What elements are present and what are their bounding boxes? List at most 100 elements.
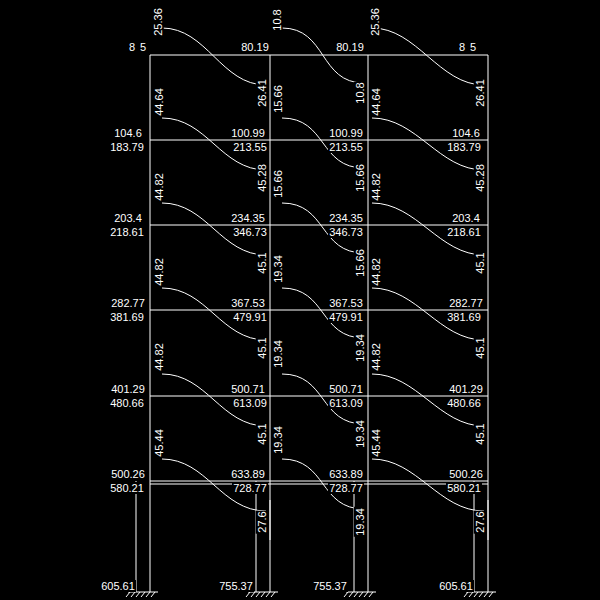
moment-curve: [282, 28, 364, 83]
support-base: [346, 592, 376, 593]
moment-value: 15.66: [272, 169, 284, 199]
moment-value: 480.66: [109, 397, 145, 409]
moment-value: 728.77: [328, 482, 364, 494]
moment-curve: [372, 118, 484, 170]
moment-value: 479.91: [232, 311, 268, 323]
moment-value: 19.34: [354, 419, 366, 449]
moment-value: 401.29: [110, 383, 146, 395]
moment-value: 44.82: [153, 172, 165, 202]
moment-value: 44.82: [370, 257, 382, 287]
beam-line: [150, 310, 488, 311]
moment-value: 203.4: [451, 212, 481, 224]
moment-value: 25.36: [152, 7, 164, 37]
moment-value: 401.29: [448, 383, 484, 395]
support-hatch: [489, 592, 493, 597]
moment-value: 367.53: [230, 297, 266, 309]
moment-value: 728.77: [232, 482, 268, 494]
moment-value: 282.77: [448, 297, 484, 309]
beam-line: [150, 55, 488, 56]
moment-value: 10.8: [354, 81, 366, 104]
moment-value: 218.61: [446, 226, 482, 238]
column-line: [270, 55, 271, 592]
moment-curve: [282, 203, 364, 253]
moment-value: 19.34: [272, 254, 284, 284]
moment-value: 19.34: [354, 333, 366, 363]
moment-value: 104.6: [451, 127, 481, 139]
support-hatch: [261, 592, 265, 597]
column-line: [368, 55, 369, 592]
moment-value: 500.71: [230, 383, 266, 395]
support-hatch: [151, 592, 155, 597]
moment-curve: [372, 459, 484, 511]
moment-curve: [282, 459, 364, 509]
moment-value: 633.89: [328, 468, 364, 480]
column-line: [136, 481, 137, 592]
support-hatch: [344, 592, 348, 597]
moment-value: 203.4: [113, 212, 143, 224]
support-hatch: [479, 592, 483, 597]
support-hatch: [484, 592, 488, 597]
moment-value: 44.64: [153, 87, 165, 117]
moment-value: 15.66: [354, 163, 366, 193]
moment-value: 44.82: [153, 342, 165, 372]
support-hatch: [349, 592, 353, 597]
support-hatch: [246, 592, 250, 597]
moment-value: 15.66: [272, 84, 284, 114]
moment-value: 755.37: [218, 580, 254, 592]
moment-value: 282.77: [110, 297, 146, 309]
moment-value: 755.37: [312, 580, 348, 592]
moment-value: 45.44: [153, 428, 165, 458]
beam-line: [150, 140, 488, 141]
moment-value: 26.41: [256, 78, 268, 108]
support-hatch: [474, 592, 478, 597]
moment-value: 213.55: [328, 141, 364, 153]
support-hatch: [354, 592, 358, 597]
moment-value: 346.73: [328, 226, 364, 238]
support-hatch: [146, 592, 150, 597]
support-hatch: [271, 592, 275, 597]
support-hatch: [369, 592, 373, 597]
support-hatch: [256, 592, 260, 597]
moment-value: 381.69: [109, 311, 145, 323]
moment-value: 100.99: [328, 127, 364, 139]
moment-value: 605.61: [100, 580, 136, 592]
moment-value: 479.91: [328, 311, 364, 323]
column-line: [488, 55, 489, 592]
beam-line: [150, 225, 488, 226]
moment-value: 367.53: [328, 297, 364, 309]
moment-curve: [372, 203, 484, 255]
moment-value: 27.6: [256, 510, 268, 533]
moment-curve: [372, 288, 484, 340]
moment-value: 45.1: [256, 422, 268, 445]
moment-value: 613.09: [328, 397, 364, 409]
moment-value: 580.21: [446, 482, 482, 494]
moment-value: 44.64: [370, 87, 382, 117]
moment-value: 213.55: [232, 141, 268, 153]
moment-value: 19.34: [272, 339, 284, 369]
moment-curve: [372, 28, 484, 85]
moment-value: 85: [128, 41, 152, 53]
moment-value: 45.1: [256, 251, 268, 274]
moment-value: 25.36: [369, 7, 381, 37]
support-hatch: [359, 592, 363, 597]
moment-value: 234.35: [230, 212, 266, 224]
moment-value: 19.34: [354, 507, 366, 537]
support-hatch: [141, 592, 145, 597]
column-moment-line: [488, 500, 489, 540]
support-hatch: [131, 592, 135, 597]
moment-value: 346.73: [232, 226, 268, 238]
moment-value: 45.28: [256, 163, 268, 193]
moment-curve: [162, 28, 266, 85]
beam-line: [150, 396, 488, 397]
moment-value: 104.6: [113, 127, 143, 139]
moment-value: 19.34: [272, 425, 284, 455]
moment-value: 218.61: [109, 226, 145, 238]
moment-value: 381.69: [446, 311, 482, 323]
beam-line: [150, 484, 488, 485]
beam-line: [150, 481, 488, 482]
moment-value: 45.1: [474, 422, 486, 445]
support-hatch: [126, 592, 130, 597]
moment-value: 183.79: [446, 141, 482, 153]
